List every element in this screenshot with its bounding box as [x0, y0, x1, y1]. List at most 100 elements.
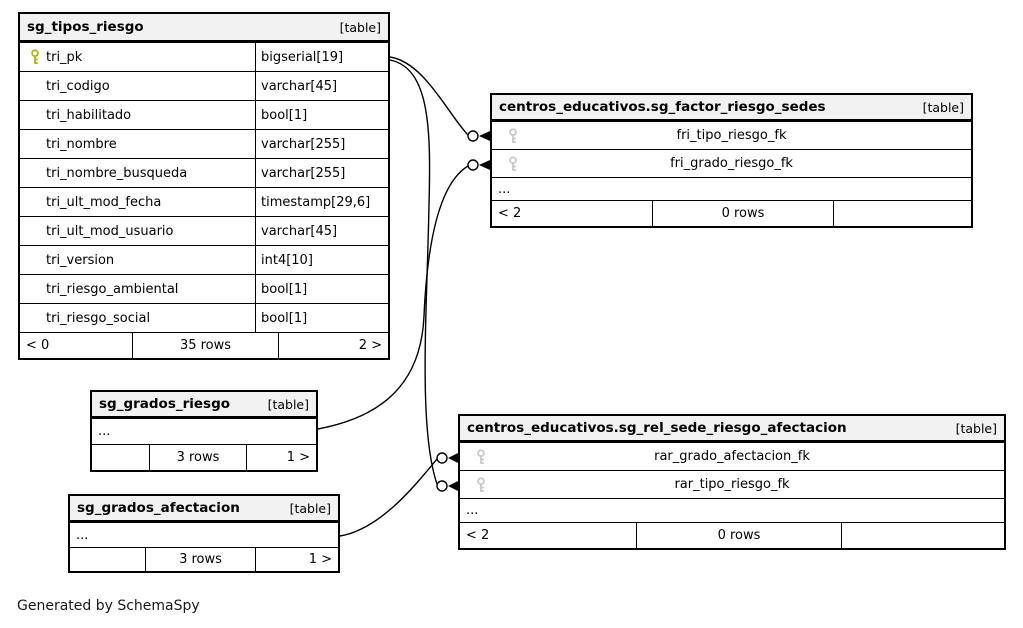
pager-next: [833, 201, 971, 226]
column-row: tri_nombre_busqueda varchar[255]: [20, 158, 388, 187]
column-name: tri_pk: [46, 49, 83, 65]
column-row: tri_version int4[10]: [20, 245, 388, 274]
column-name: tri_ult_mod_fecha: [46, 194, 162, 210]
column-name-cell: tri_habilitado: [20, 101, 256, 129]
foreign-key-icon: [476, 476, 486, 493]
column-type: varchar[255]: [261, 136, 346, 152]
column-name: tri_habilitado: [46, 107, 132, 123]
column-name: fri_grado_riesgo_fk: [670, 156, 793, 171]
column-name-cell: tri_riesgo_ambiental: [20, 275, 256, 303]
table-header[interactable]: sg_grados_afectacion [table]: [70, 496, 338, 522]
table-type-tag: [table]: [267, 396, 309, 412]
pager-prev[interactable]: < 2: [466, 528, 490, 543]
column-type: bool[1]: [261, 281, 308, 297]
table-sg_grados_riesgo[interactable]: sg_grados_riesgo [table] ... 3 rows 1 >: [90, 390, 318, 472]
primary-key-icon: [30, 49, 40, 65]
table-sg_factor_riesgo_sedes[interactable]: centros_educativos.sg_factor_riesgo_sede…: [490, 93, 973, 228]
pager-next[interactable]: 1 >: [255, 548, 338, 571]
pager-prev[interactable]: < 2: [498, 206, 522, 221]
column-name: tri_riesgo_ambiental: [46, 281, 179, 297]
column-type: timestamp[29,6]: [261, 194, 371, 210]
column-row: tri_ult_mod_usuario varchar[45]: [20, 216, 388, 245]
table-footer: < 0 35 rows 2 >: [20, 332, 388, 358]
pager-next[interactable]: 1 >: [246, 445, 316, 470]
table-name[interactable]: sg_grados_afectacion: [77, 500, 240, 516]
column-name-cell: tri_riesgo_social: [20, 304, 256, 332]
row-count: 3 rows: [145, 548, 255, 571]
column-name-cell: tri_pk: [20, 43, 256, 71]
column-name: tri_ult_mod_usuario: [46, 223, 174, 239]
column-name-cell: tri_version: [20, 246, 256, 274]
table-footer: 3 rows 1 >: [70, 547, 338, 571]
table-header[interactable]: centros_educativos.sg_factor_riesgo_sede…: [492, 95, 971, 121]
column-name-cell: tri_ult_mod_usuario: [20, 217, 256, 245]
foreign-key-icon: [508, 155, 518, 172]
row-count: 35 rows: [132, 333, 278, 358]
fk-column-row: fri_grado_riesgo_fk: [492, 149, 971, 177]
column-name-cell: tri_ult_mod_fecha: [20, 188, 256, 216]
fk-column-row: rar_tipo_riesgo_fk: [460, 470, 1004, 498]
row-count: 0 rows: [652, 201, 833, 226]
column-row: tri_ult_mod_fecha timestamp[29,6]: [20, 187, 388, 216]
fk-column-row: rar_grado_afectacion_fk: [460, 442, 1004, 470]
connector-endpoint-circle: [436, 452, 448, 464]
pager-prev: [70, 548, 145, 571]
column-name: tri_nombre: [46, 136, 117, 152]
column-type: varchar[45]: [261, 78, 338, 94]
table-name[interactable]: centros_educativos.sg_factor_riesgo_sede…: [499, 99, 826, 115]
table-name[interactable]: sg_grados_riesgo: [99, 396, 231, 412]
column-type: bool[1]: [261, 310, 308, 326]
connector-endpoint-circle: [467, 130, 479, 142]
column-name: tri_codigo: [46, 78, 110, 94]
table-name[interactable]: sg_tipos_riesgo: [27, 19, 144, 35]
table-header[interactable]: sg_tipos_riesgo [table]: [20, 14, 388, 42]
column-row: tri_codigo varchar[45]: [20, 71, 388, 100]
column-name: rar_grado_afectacion_fk: [654, 449, 810, 464]
table-sg_tipos_riesgo[interactable]: sg_tipos_riesgo [table] tri_pk bigserial…: [18, 12, 390, 360]
table-header[interactable]: centros_educativos.sg_rel_sede_riesgo_af…: [460, 416, 1004, 442]
column-row: tri_pk bigserial[19]: [20, 42, 388, 71]
connector-endpoint-circle: [467, 159, 479, 171]
more-columns-ellipsis: ...: [492, 177, 971, 200]
column-type: int4[10]: [261, 252, 313, 268]
column-type: varchar[255]: [261, 165, 346, 181]
foreign-key-icon: [508, 127, 518, 144]
table-type-tag: [table]: [339, 19, 381, 35]
row-count: 3 rows: [149, 445, 246, 470]
pager-next[interactable]: 2 >: [278, 333, 388, 358]
table-footer: < 2 0 rows: [492, 200, 971, 226]
table-footer: 3 rows 1 >: [92, 444, 316, 470]
table-header[interactable]: sg_grados_riesgo [table]: [92, 392, 316, 418]
fk-column-row: fri_tipo_riesgo_fk: [492, 121, 971, 149]
more-columns-ellipsis: ...: [70, 522, 338, 547]
table-type-tag: [table]: [289, 500, 331, 516]
column-name: tri_riesgo_social: [46, 310, 151, 326]
more-columns-ellipsis: ...: [92, 418, 316, 444]
column-name: tri_version: [46, 252, 115, 268]
column-row: tri_riesgo_social bool[1]: [20, 303, 388, 332]
connector-endpoint-circle: [436, 480, 448, 492]
connector-arrowhead: [448, 481, 458, 491]
connector-tri_pk-to-rar_tipo_riesgo_fk: [389, 59, 438, 485]
table-name[interactable]: centros_educativos.sg_rel_sede_riesgo_af…: [467, 420, 847, 436]
connector-arrowhead: [479, 160, 490, 170]
column-name: fri_tipo_riesgo_fk: [676, 128, 787, 143]
column-name-cell: tri_nombre_busqueda: [20, 159, 256, 187]
connector-sg_grados_afectacion-to-rar_grado_afectacion_fk: [339, 458, 438, 537]
column-row: tri_nombre varchar[255]: [20, 129, 388, 158]
column-type: bool[1]: [261, 107, 308, 123]
generated-by-note: Generated by SchemaSpy: [17, 598, 200, 614]
column-type: bigserial[19]: [261, 49, 344, 65]
column-name: rar_tipo_riesgo_fk: [674, 477, 790, 492]
pager-prev[interactable]: < 0: [26, 338, 50, 353]
table-sg_grados_afectacion[interactable]: sg_grados_afectacion [table] ... 3 rows …: [68, 494, 340, 573]
table-footer: < 2 0 rows: [460, 522, 1004, 548]
column-type: varchar[45]: [261, 223, 338, 239]
foreign-key-icon: [476, 448, 486, 465]
table-sg_rel_sede_riesgo_afectacion[interactable]: centros_educativos.sg_rel_sede_riesgo_af…: [458, 414, 1006, 550]
connector-tri_pk-to-fri_tipo_riesgo_fk: [389, 56, 469, 136]
column-name-cell: tri_nombre: [20, 130, 256, 158]
connector-sg_grados_riesgo-to-fri_grado_riesgo_fk: [317, 165, 469, 430]
